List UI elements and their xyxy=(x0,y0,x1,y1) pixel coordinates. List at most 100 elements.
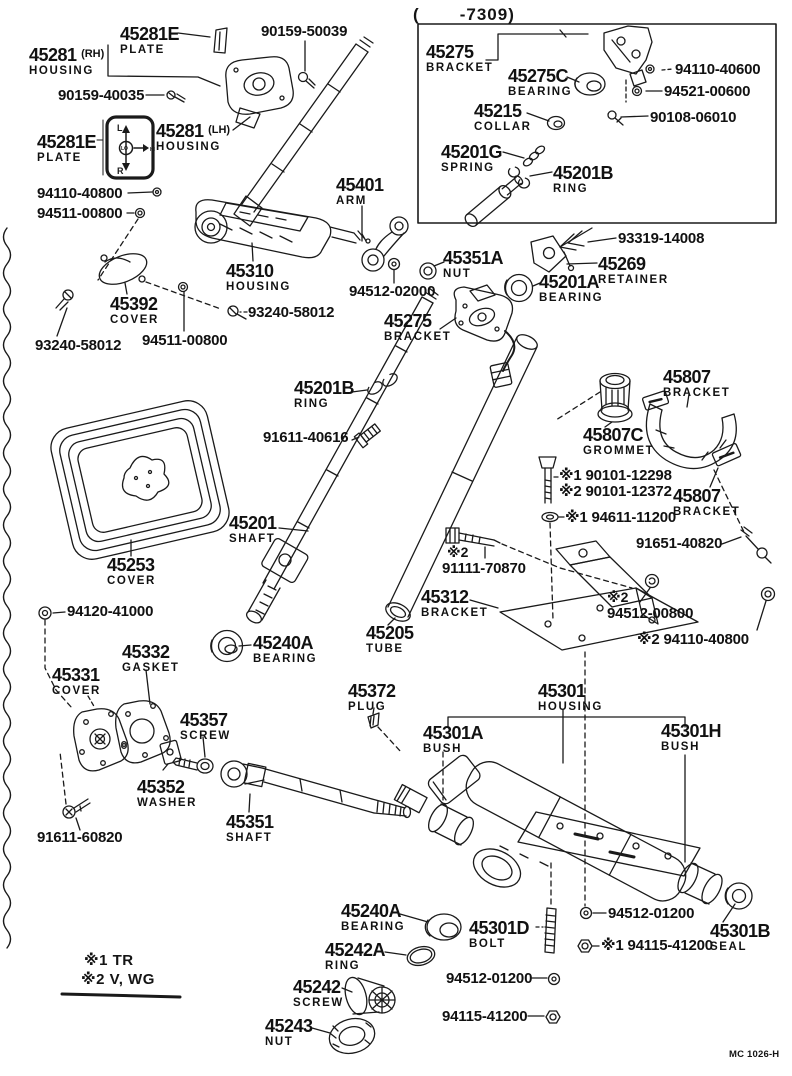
sketch-bolt-91111 xyxy=(445,527,633,589)
sketch-fastener-dots xyxy=(97,187,162,281)
sketch-screw-45242 xyxy=(341,976,396,1016)
sketch-cover-45253 xyxy=(50,400,230,560)
sketch-bracket-45807 xyxy=(641,390,742,488)
sketch-bolt-45301d xyxy=(535,861,557,954)
sketch-key-plate xyxy=(96,115,155,180)
key-plate-letter-l: L xyxy=(117,123,123,133)
sketch-bolt-91611-40616 xyxy=(353,423,381,449)
sketch-ring-45242a xyxy=(384,945,436,967)
legend-underline xyxy=(60,992,182,999)
inset-box xyxy=(417,23,777,224)
sketch-inbox-nuts xyxy=(631,64,655,97)
label-90159-50039: 90159-50039 xyxy=(261,23,348,40)
label-91611-60820: 91611-60820 xyxy=(37,829,123,846)
sketch-shaft-45351 xyxy=(220,760,412,819)
sketch-upper-column xyxy=(233,36,374,227)
sketch-cover-45392 xyxy=(55,253,248,337)
legend-note-1: ※1 TR xyxy=(84,952,134,969)
sketch-shaft-45201 xyxy=(245,287,439,624)
key-plate-letter-hi: HI xyxy=(150,147,156,153)
label-94521-00600: 94521-00600 xyxy=(664,83,751,100)
label-90101-12298: ※1 90101-12298 xyxy=(559,467,672,484)
label-91611-40616: 91611-40616 xyxy=(263,429,349,446)
torn-edge xyxy=(2,227,12,949)
key-plate-letter-r: R xyxy=(117,166,124,176)
sketch-washer-94611 xyxy=(541,511,565,621)
sketch-rh-housing xyxy=(107,27,316,131)
sketch-inbox-shaft-stub xyxy=(464,175,524,228)
leader-45352 xyxy=(162,763,169,771)
sketch-inbox-collar xyxy=(546,115,566,131)
sketch-inbox-spring xyxy=(522,145,546,167)
label-90159-40035: 90159-40035 xyxy=(58,87,145,104)
inbox-leader-lines xyxy=(485,29,674,177)
sketch-nut-94115-lower xyxy=(527,1010,561,1024)
label-90108-06010: 90108-06010 xyxy=(650,109,737,126)
label-94115-41200-lower: 94115-41200 xyxy=(442,1008,528,1025)
label-94115-41200-upper: ※1 94115-41200 xyxy=(601,937,713,954)
sketch-nut-45351a xyxy=(419,261,445,280)
label-93319-14008: 93319-14008 xyxy=(618,230,705,247)
label-94512-01200-lower: 94512-01200 xyxy=(446,970,533,987)
sketch-housing-45301 xyxy=(393,651,753,923)
sketch-bearing-45240a-upper xyxy=(210,629,252,663)
sketch-plug-45372 xyxy=(367,707,403,754)
label-91651-40820: 91651-40820 xyxy=(636,535,723,552)
label-94110-40600: 94110-40600 xyxy=(675,61,761,78)
sketch-inbox-bearing xyxy=(574,72,606,96)
sketch-bracket-45312 xyxy=(469,540,699,651)
sketch-nut-94512-02000 xyxy=(387,257,401,284)
key-plate-letters: L R LO HI xyxy=(117,123,156,176)
sketch-nut-94512-00800 xyxy=(639,573,660,603)
sketch-nut-94120 xyxy=(38,606,73,709)
label-94512-01200-upper: 94512-01200 xyxy=(608,905,695,922)
label-94110-40800-2: ※2 94110-40800 xyxy=(637,631,749,648)
label-94110-40800: 94110-40800 xyxy=(37,185,123,202)
label-45281-lh-housing: 45281 (LH)HOUSING xyxy=(156,121,231,153)
sketch-cover-45331 xyxy=(73,695,129,772)
sketch-tube-45205 xyxy=(385,334,538,626)
label-94120-41000: 94120-41000 xyxy=(67,603,154,620)
sketch-inbox-screw xyxy=(607,110,624,126)
sketch-inbox-rings xyxy=(507,166,531,189)
sketch-housing-45310 xyxy=(194,199,371,262)
sketch-screw-45357 xyxy=(172,736,214,774)
sketch-nut-94115-upper xyxy=(577,939,600,953)
sketch-arm-45401 xyxy=(361,205,409,272)
